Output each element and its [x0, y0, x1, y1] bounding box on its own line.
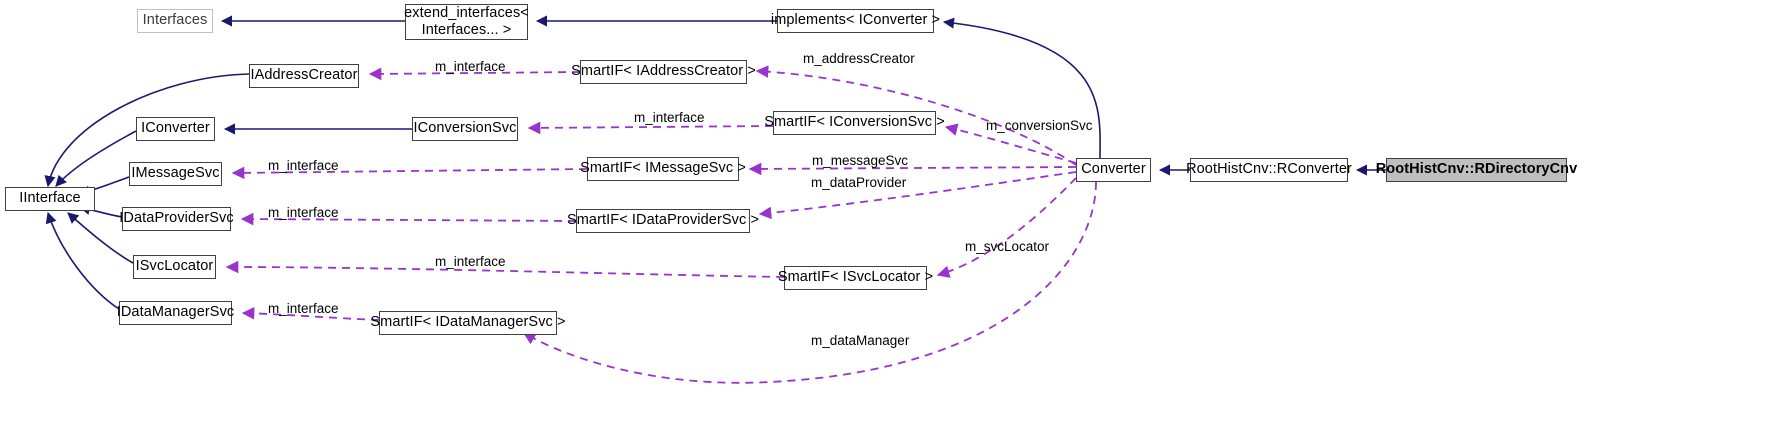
usage-edge-smartif_iconversionsvc-to-iconversionsvc [527, 121, 774, 135]
class-node-converter[interactable]: Converter [1076, 158, 1151, 182]
edge-label-lbl-m_interface-conversionsvc: m_interface [634, 110, 705, 125]
class-node-smartif_iconversionsvc[interactable]: SmartIF< IConversionSvc > [764, 111, 945, 135]
class-node-smartif_iaddresscreator[interactable]: SmartIF< IAddressCreator > [571, 60, 756, 84]
inheritance-edge-idatamanagersvc-to-iinterface [45, 211, 120, 310]
edge-label-lbl-m_interface-addresscreator: m_interface [435, 59, 506, 74]
class-node-extend_interfaces[interactable]: extend_interfaces< Interfaces... > [404, 4, 529, 40]
class-node-iconverter[interactable]: IConverter [136, 117, 215, 141]
class-node-iconversionsvc[interactable]: IConversionSvc [412, 117, 518, 141]
edge-label-lbl-m_dataManager: m_dataManager [811, 333, 910, 348]
edge-label-lbl-m_dataProvider: m_dataProvider [811, 175, 907, 190]
class-node-rootcnv_rconverter[interactable]: RootHistCnv::RConverter [1186, 158, 1352, 182]
class-node-idatamanagersvc[interactable]: IDataManagerSvc [117, 301, 234, 325]
edge-label-lbl-m_interface-dataprovidersvc: m_interface [268, 205, 339, 220]
usage-edge-converter-to-smartif_idataprovidersvc [758, 171, 1077, 220]
class-node-smartif_imessagesvc[interactable]: SmartIF< IMessageSvc > [580, 157, 746, 181]
inheritance-edge-iconverter-to-iinterface [55, 130, 137, 187]
usage-edge-converter-to-smartif_isvclocator [936, 177, 1077, 278]
edge-label-lbl-m_svcLocator: m_svcLocator [965, 239, 1050, 254]
inheritance-edge-converter-to-implements_iconverter [942, 17, 1101, 159]
class-node-smartif_idatamanagersvc[interactable]: SmartIF< IDataManagerSvc > [370, 311, 566, 335]
edge-label-lbl-m_conversionSvc: m_conversionSvc [986, 118, 1093, 133]
edge-label-lbl-m_interface-svclocator: m_interface [435, 254, 506, 269]
edge-label-lbl-m_interface-datamanagersvc: m_interface [268, 301, 339, 316]
edge-label-lbl-m_messageSvc: m_messageSvc [812, 153, 909, 168]
class-node-interfaces[interactable]: Interfaces [137, 9, 213, 33]
class-node-imessagesvc[interactable]: IMessageSvc [129, 162, 222, 186]
class-node-smartif_idataprovidersvc[interactable]: SmartIF< IDataProviderSvc > [567, 209, 759, 233]
class-node-implements_iconverter[interactable]: implements< IConverter > [771, 9, 940, 33]
edge-label-lbl-m_addressCreator: m_addressCreator [803, 51, 915, 66]
class-node-rootcnv_rdirectorycnv[interactable]: RootHistCnv::RDirectoryCnv [1376, 158, 1577, 182]
class-node-iinterface[interactable]: IInterface [5, 187, 95, 211]
usage-edge-converter-to-smartif_imessagesvc [748, 162, 1077, 176]
edge-label-lbl-m_interface-messagesvc: m_interface [268, 158, 339, 173]
class-node-smartif_isvclocator[interactable]: SmartIF< ISvcLocator > [778, 266, 933, 290]
class-node-idataprovidersvc[interactable]: IDataProviderSvc [119, 207, 234, 231]
class-node-iaddresscreator[interactable]: IAddressCreator [249, 64, 359, 88]
class-node-isvclocator[interactable]: ISvcLocator [133, 255, 216, 279]
